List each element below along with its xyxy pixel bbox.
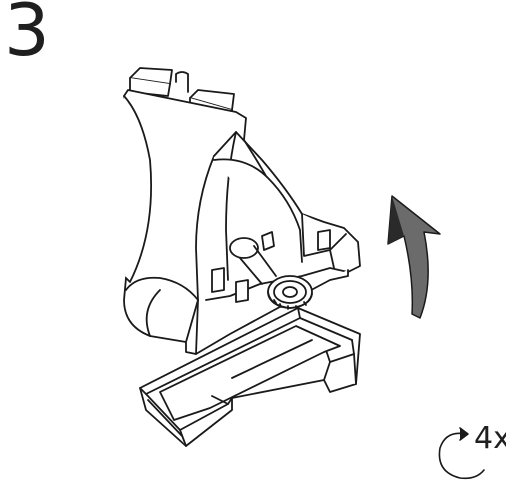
curved-up-arrow-icon <box>387 195 441 319</box>
repeat-count-label: 4x <box>474 421 506 456</box>
rotate-clockwise-arrow-icon <box>438 427 485 480</box>
base-part <box>139 307 361 447</box>
step-number: 3 <box>4 0 50 72</box>
tablet-holder-part <box>123 67 361 355</box>
